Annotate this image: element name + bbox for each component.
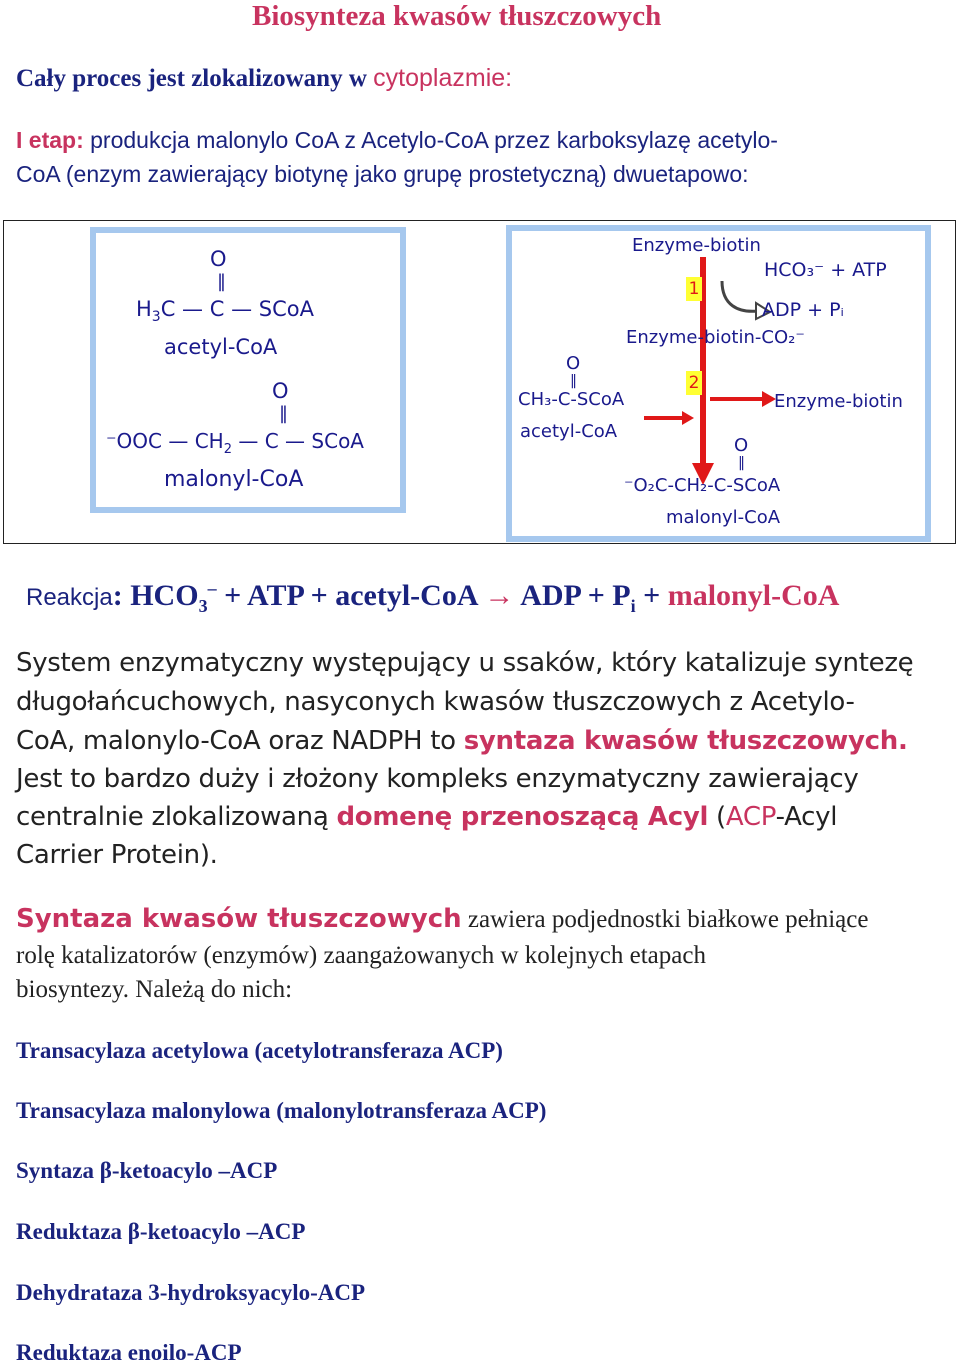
acetyl-oxygen: O xyxy=(210,247,227,271)
para2-highlight: Syntaza kwasów tłuszczowych xyxy=(16,904,462,934)
para2-line-1: Syntaza kwasów tłuszczowych zawiera podj… xyxy=(16,904,868,934)
malonyl-pre: ⁻OOC — CH xyxy=(106,429,224,453)
para1-line-3-text: CoA, malonylo-CoA oraz NADPH to xyxy=(16,726,464,756)
reaction-equation: Reakcja: HCO3– + ATP + acetyl-CoA → ADP … xyxy=(26,578,839,617)
para1-line-3: CoA, malonylo-CoA oraz NADPH to syntaza … xyxy=(16,726,908,756)
reaction-product: malonyl-CoA xyxy=(667,579,840,612)
reaction-label: Reakcja xyxy=(26,584,113,611)
para2-line-3: biosyntezy. Należą do nich: xyxy=(16,976,293,1003)
malonyl-sub: 2 xyxy=(223,442,233,457)
malonyl-rest: — C — SCoA xyxy=(232,429,364,453)
acetyl-h-sub: 3 xyxy=(151,309,161,326)
etap-text-1: produkcja malonylo CoA z Acetylo-CoA prz… xyxy=(83,127,778,153)
reaction-figure: O ‖ H3C — C — SCoA acetyl-CoA O ‖ ⁻OOC —… xyxy=(3,220,956,544)
acetyl-rest: C — C — SCoA xyxy=(160,297,314,321)
para2-line-2: rolę katalizatorów (enzymów) zaangażowan… xyxy=(16,942,706,969)
para1-acp: ACP xyxy=(725,802,776,832)
para1-line-6: Carrier Protein). xyxy=(16,840,218,870)
para1-line-4: Jest to bardzo duży i złożony kompleks e… xyxy=(16,764,859,794)
malonyl-double-bond: ‖ xyxy=(279,403,288,424)
malonyl-oxygen: O xyxy=(272,379,289,403)
enzyme-item-1: Transacylaza acetylowa (acetylotransfera… xyxy=(16,1038,503,1063)
malonyl-double-bond-right: ‖ xyxy=(738,455,745,471)
acetyl-name: acetyl-CoA xyxy=(164,335,278,359)
acetyl-double-bond: ‖ xyxy=(217,271,226,292)
etap-line-1: I etap: produkcja malonylo CoA z Acetylo… xyxy=(16,127,778,154)
para1-line-5-paren: ( xyxy=(708,802,726,832)
acetyl-formula: H3C — C — SCoA xyxy=(136,297,314,325)
para1-highlight-syntaza: syntaza kwasów tłuszczowych. xyxy=(463,726,908,756)
reaction-adp: ADP + P xyxy=(514,579,631,612)
enzyme-item-2: Transacylaza malonylowa (malonylotransfe… xyxy=(16,1098,547,1123)
left-panel: O ‖ H3C — C — SCoA acetyl-CoA O ‖ ⁻OOC —… xyxy=(90,227,406,513)
right-panel: Enzyme-biotin 1 HCO₃⁻ + ATP ADP + Pᵢ Enz… xyxy=(506,225,931,542)
reaction-pi-sub: i xyxy=(630,596,636,616)
reaction-colon: : xyxy=(112,579,123,612)
para1-line-5-text: centralnie zlokalizowaną xyxy=(16,802,337,832)
para1-highlight-domena: domenę przenoszącą Acyl xyxy=(336,802,709,832)
enzyme-biotin-co2: Enzyme-biotin-CO₂⁻ xyxy=(626,327,805,348)
para1-line-1: System enzymatyczny występujący u ssaków… xyxy=(16,648,914,678)
enzyme-biotin-top: Enzyme-biotin xyxy=(632,235,761,256)
outgoing-arrow-icon xyxy=(710,391,776,407)
enzyme-biotin-out: Enzyme-biotin xyxy=(774,391,903,412)
etap-label: I etap: xyxy=(16,127,84,153)
malonyl-formula: ⁻OOC — CH2 — C — SCoA xyxy=(106,429,364,457)
para2-line-1-text: zawiera podjednostki białkowe pełniące xyxy=(461,906,869,933)
reaction-arrow-icon: → xyxy=(484,579,515,612)
acetyl-formula-right: CH₃-C-SCoA xyxy=(518,389,625,410)
intro-text: Cały proces jest zlokalizowany w xyxy=(16,65,374,92)
etap-text-2: CoA (enzym zawierający biotynę jako grup… xyxy=(16,161,749,187)
enzyme-item-6: Reduktaza enoilo-ACP xyxy=(16,1340,242,1365)
acetyl-double-bond-right: ‖ xyxy=(570,373,577,389)
reaction-mid: + ATP + acetyl-CoA xyxy=(216,579,485,612)
acetyl-oxygen-right: O xyxy=(566,353,581,374)
reaction-hco-sup: – xyxy=(207,578,217,598)
curved-arrow-icon xyxy=(720,280,772,321)
malonyl-name-right: malonyl-CoA xyxy=(666,507,781,528)
page-title: Biosynteza kwasów tłuszczowych xyxy=(252,0,662,32)
hco3-atp: HCO₃⁻ + ATP xyxy=(764,259,887,281)
para1-line-5-end: -Acyl xyxy=(775,802,838,832)
intro-highlight: cytoplazmie: xyxy=(373,64,513,92)
enzyme-item-4: Reduktaza β-ketoacylo –ACP xyxy=(16,1219,306,1244)
step-1-badge: 1 xyxy=(686,277,702,301)
intro-line: Cały proces jest zlokalizowany w cytopla… xyxy=(16,64,512,93)
para1-line-2: długołańcuchowych, nasyconych kwasów tłu… xyxy=(16,687,855,717)
reaction-plus: + xyxy=(635,579,668,612)
red-arrow-icon xyxy=(692,257,714,485)
adp-pi: ADP + Pᵢ xyxy=(762,299,844,321)
reaction-hco-sub: 3 xyxy=(198,596,208,616)
para1-line-5: centralnie zlokalizowaną domenę przenosz… xyxy=(16,802,837,832)
malonyl-oxygen-right: O xyxy=(734,435,749,456)
acetyl-name-right: acetyl-CoA xyxy=(520,421,618,442)
reaction-hco: HCO xyxy=(130,579,199,612)
malonyl-formula-right: ⁻O₂C-CH₂-C-SCoA xyxy=(624,475,781,496)
enzyme-item-5: Dehydrataza 3-hydroksyacylo-ACP xyxy=(16,1280,366,1305)
enzyme-item-3: Syntaza β-ketoacylo –ACP xyxy=(16,1158,278,1183)
step-2-badge: 2 xyxy=(686,371,702,395)
incoming-arrow-icon xyxy=(644,411,694,425)
acetyl-h: H xyxy=(136,297,152,321)
malonyl-name: malonyl-CoA xyxy=(164,467,304,492)
